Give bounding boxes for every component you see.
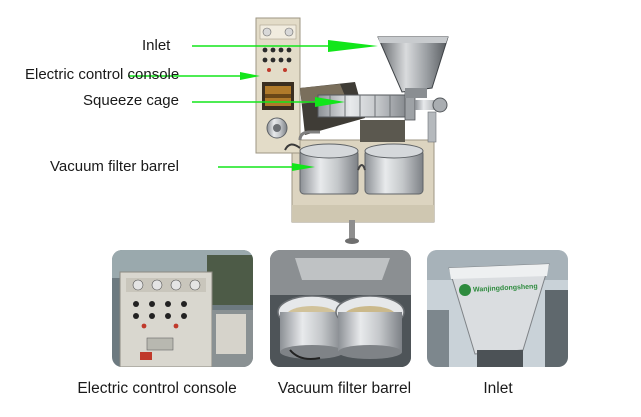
callout-squeeze-cage: Squeeze cage	[83, 92, 179, 109]
vacuum-filter-barrels	[284, 143, 424, 195]
caption-electric-control-console: Electric control console	[77, 380, 237, 397]
inlet-hopper	[377, 36, 449, 93]
thumbnail-electric-control-console	[112, 250, 253, 367]
filter-barrel-closeup	[270, 250, 411, 367]
thumbnail-vacuum-filter-barrel	[270, 250, 411, 367]
thumbnail-inlet: Wanjingdongsheng	[427, 250, 568, 367]
caption-inlet: Inlet	[483, 380, 513, 397]
callout-inlet: Inlet	[142, 37, 171, 54]
callout-vacuum-filter-barrel: Vacuum filter barrel	[50, 158, 179, 175]
callout-electric-control-console: Electric control console	[25, 66, 180, 83]
control-console-closeup	[112, 250, 253, 367]
caption-vacuum-filter-barrel: Vacuum filter barrel	[277, 380, 412, 397]
squeeze-cage	[317, 94, 411, 118]
inlet-hopper-closeup	[427, 250, 568, 367]
oil-press-machine-diagram	[128, 17, 449, 244]
